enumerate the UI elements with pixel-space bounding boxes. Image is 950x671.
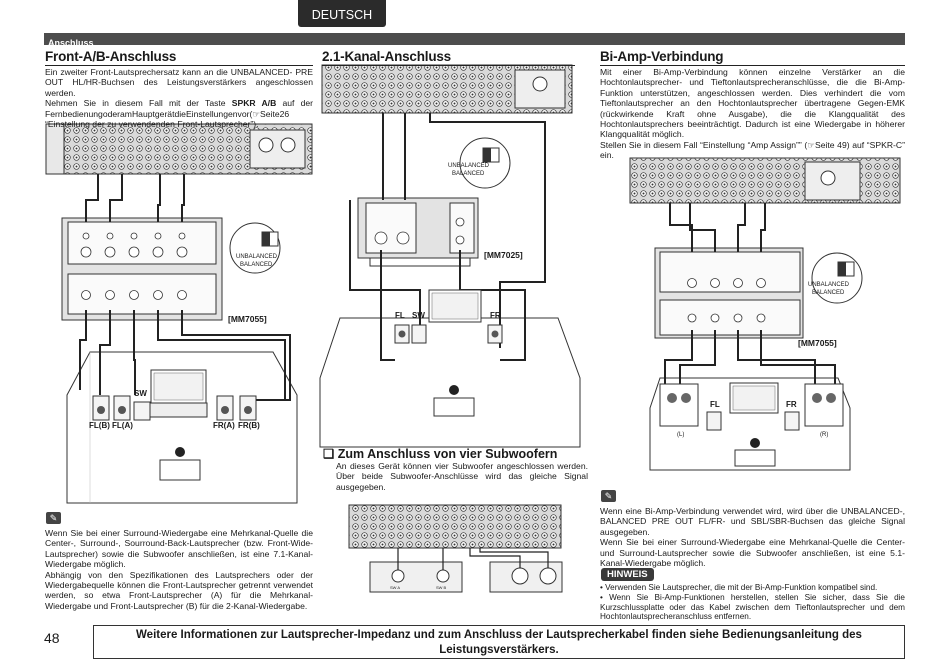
col1-label-fr-a: FR(A)	[213, 421, 235, 430]
col2-label-fr: FR	[490, 311, 501, 320]
spkr-ab-key: SPKR A/B	[231, 98, 277, 109]
col1-model-label: [MM7055]	[228, 314, 267, 324]
col1-paragraph-1: Ein zweiter Front-Lautsprechersatz kann …	[45, 67, 313, 98]
col2-label-fl: FL	[395, 311, 405, 320]
col3-label-fr: FR	[786, 400, 797, 409]
col1-label-fl-a: FL(A)	[112, 421, 133, 430]
footer-reference-note: Weitere Informationen zur Lautsprecher-I…	[93, 625, 905, 659]
col3-diagram	[629, 157, 901, 471]
col3-intro: Mit einer Bi-Amp-Verbindung können einze…	[600, 67, 905, 161]
col2-switch-unbalanced: UNBALANCED	[448, 163, 490, 169]
col1-switch-unbalanced: UNBALANCED	[236, 254, 278, 260]
hinweis-badge: HINWEIS	[601, 568, 654, 581]
four-subwoofer-title: ❑ Zum Anschluss von vier Subwoofern	[323, 447, 558, 461]
col1-switch-balanced: BALANCED	[240, 262, 273, 268]
col2-title: 2.1-Kanal-Anschluss	[322, 49, 575, 66]
col1-label-fl-b: FL(B)	[89, 421, 110, 430]
section-title: Anschluss	[48, 38, 94, 48]
page-number: 48	[44, 630, 60, 646]
col1-label-sw: SW	[134, 389, 147, 398]
col3-label-r: (R)	[820, 432, 829, 438]
col2-switch-balanced: BALANCED	[452, 171, 485, 177]
col1-diagram	[45, 123, 313, 504]
note-pencil-icon: ✎	[46, 512, 61, 524]
col3-switch-unbalanced: UNBALANCED	[808, 282, 850, 288]
col2-sw-a-label: SW A	[390, 585, 401, 590]
col3-model-label: [MM7055]	[798, 338, 837, 348]
hinweis-item-2: • Wenn Sie Bi-Amp-Funktionen herstellen,…	[600, 592, 905, 622]
col3-note: Wenn eine Bi-Amp-Verbindung verwendet wi…	[600, 506, 905, 569]
col1-label-fr-b: FR(B)	[238, 421, 260, 430]
note-pencil-icon: ✎	[601, 490, 616, 502]
col2-diagram	[319, 64, 581, 593]
col3-title: Bi-Amp-Verbindung	[600, 49, 905, 66]
col2-model-label: [MM7025]	[484, 250, 523, 260]
col3-label-fl: FL	[710, 400, 720, 409]
col3-paragraph-2: Stellen Sie in diesem Fall “Einstellung …	[600, 139, 905, 161]
hinweis-list: • Verwenden Sie Lautsprecher, die mit de…	[600, 583, 905, 622]
checkbox-bullet-icon: ❑	[323, 447, 335, 461]
col3-switch-balanced: BALANCED	[812, 290, 845, 296]
col1-title: Front-A/B-Anschluss	[45, 49, 313, 66]
col1-intro: Ein zweiter Front-Lautsprechersatz kann …	[45, 67, 313, 129]
col1-note: Wenn Sie bei einer Surround-Wiedergabe e…	[45, 528, 313, 611]
hinweis-item-1: • Verwenden Sie Lautsprecher, die mit de…	[600, 583, 878, 592]
col2-sw-b-label: SW B	[436, 585, 447, 590]
section-bar: Anschluss	[44, 33, 905, 48]
col3-paragraph-1: Mit einer Bi-Amp-Verbindung können einze…	[600, 67, 905, 140]
col1-paragraph-2: Nehmen Sie in diesem Fall mit der Taste …	[45, 98, 313, 130]
four-subwoofer-text: An dieses Gerät können vier Subwoofer an…	[336, 461, 588, 492]
col2-label-sw: SW	[412, 311, 425, 320]
col3-label-l: (L)	[677, 432, 685, 438]
language-tab: DEUTSCH	[298, 0, 386, 27]
